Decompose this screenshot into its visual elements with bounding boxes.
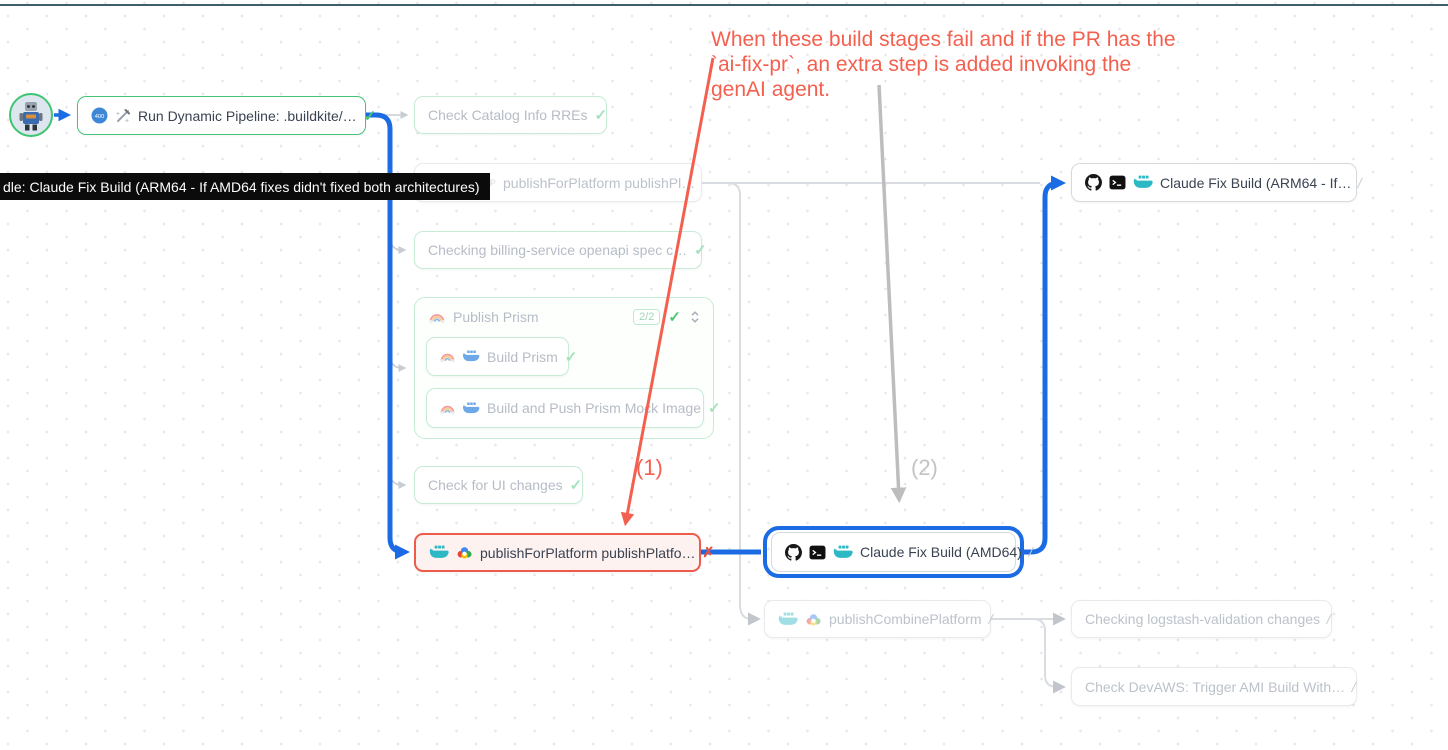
step-label: publishCombinePlatform — [829, 611, 982, 627]
check-icon: ✓ — [594, 107, 608, 124]
step-logstash-validation[interactable]: Checking logstash-validation changes / — [1071, 600, 1333, 638]
docker-whale-icon — [778, 612, 798, 627]
annotation-note: When these build stages fail and if the … — [711, 27, 1291, 102]
slash-icon: / — [1356, 174, 1364, 191]
annotation-line-2: `ai-fix-pr`, an extra step is added invo… — [711, 53, 1132, 76]
step-claude-fix-build-arm64[interactable]: Claude Fix Build (ARM64 - If… / — [1071, 163, 1364, 202]
terminal-icon — [1109, 174, 1126, 191]
slash-icon: / — [986, 611, 995, 627]
step-label: Build and Push Prism Mock Image — [487, 400, 701, 416]
annotation-line-3: genAI agent. — [711, 78, 831, 101]
step-run-dynamic-pipeline[interactable]: Run Dynamic Pipeline: .buildkite/… ✓ — [77, 96, 376, 135]
step-label: Check for UI changes — [428, 477, 563, 493]
step-publish-for-platform-failed[interactable]: publishForPlatform publishPlatfo… ✗ — [414, 533, 714, 572]
wand-icon — [115, 108, 131, 124]
annotation-arrow-2 — [877, 84, 907, 504]
gcloud-icon — [456, 544, 473, 561]
rainbow-icon — [440, 401, 455, 416]
docker-whale-icon — [429, 545, 449, 560]
step-label: Build Prism — [487, 348, 558, 365]
step-label: Check Catalog Info RREs — [428, 107, 588, 123]
check-icon: ✓ — [707, 400, 721, 417]
step-label: Claude Fix Build (ARM64 - If… — [1160, 174, 1352, 191]
step-label: publishForPlatform publishPlatfo… — [480, 544, 696, 561]
group-progress-badge: 2/2 — [633, 309, 661, 325]
top-border-line — [0, 4, 1448, 6]
annotation-arrow-1 — [620, 57, 715, 527]
slash-icon: / — [1027, 544, 1035, 560]
group-label: Publish Prism — [453, 309, 539, 325]
build-author-avatar[interactable] — [9, 93, 53, 137]
check-icon: ✓ — [363, 107, 377, 125]
check-icon: ✓ — [668, 309, 681, 326]
check-icon: ✓ — [694, 242, 707, 259]
docker-whale-icon — [833, 545, 853, 560]
rainbow-icon — [440, 349, 455, 364]
rainbow-icon — [429, 309, 445, 325]
step-label: Run Dynamic Pipeline: .buildkite/… — [138, 107, 357, 124]
step-check-catalog-info[interactable]: Check Catalog Info RREs ✓ — [414, 96, 607, 134]
terminal-icon — [809, 544, 826, 561]
slash-icon: / — [1350, 678, 1358, 695]
robot-avatar-icon — [13, 97, 49, 133]
slash-icon: / — [1325, 611, 1333, 627]
step-check-devaws-ami[interactable]: Check DevAWS: Trigger AMI Build With… / — [1071, 667, 1358, 706]
annotation-line-1: When these build stages fail and if the … — [711, 28, 1176, 51]
step-label: publishForPlatform publishPl… — [503, 174, 696, 191]
step-publish-combine-platform[interactable]: publishCombinePlatform / — [764, 600, 995, 638]
docker-whale-icon — [462, 350, 480, 363]
group-header: Publish Prism 2/2 ✓ — [415, 298, 713, 326]
github-icon — [1085, 174, 1102, 191]
docker-whale-icon — [1133, 175, 1153, 190]
step-label: Checking billing-service openapi spec c… — [428, 242, 688, 258]
github-icon — [785, 544, 802, 561]
cross-icon: ✗ — [702, 544, 715, 560]
chevron-updown-icon[interactable] — [689, 309, 701, 325]
highlight-ring: Claude Fix Build (AMD64) / — [763, 526, 1034, 578]
step-label: Check DevAWS: Trigger AMI Build With… — [1085, 678, 1346, 695]
gcloud-icon — [805, 611, 822, 628]
check-icon: ✓ — [569, 477, 583, 494]
step-build-push-prism-mock[interactable]: Build and Push Prism Mock Image ✓ — [426, 388, 721, 428]
check-icon: ✓ — [564, 348, 578, 366]
annotation-label-2: (2) — [911, 455, 938, 480]
annotation-label-1: (1) — [636, 455, 663, 480]
step-build-prism[interactable]: Build Prism ✓ — [426, 337, 577, 376]
step-check-ui-changes[interactable]: Check for UI changes ✓ — [414, 466, 583, 504]
step-claude-fix-build-amd64[interactable]: Claude Fix Build (AMD64) / — [771, 532, 1034, 572]
pipeline-badge-icon — [91, 107, 108, 124]
tooltip-text: dle: Claude Fix Build (ARM64 - If AMD64 … — [3, 178, 480, 195]
step-billing-openapi-check[interactable]: Checking billing-service openapi spec c…… — [414, 231, 707, 269]
step-label: Checking logstash-validation changes — [1085, 611, 1321, 627]
step-hover-tooltip: dle: Claude Fix Build (ARM64 - If AMD64 … — [0, 173, 490, 200]
step-label: Claude Fix Build (AMD64) — [860, 544, 1022, 560]
docker-whale-icon — [462, 402, 480, 415]
